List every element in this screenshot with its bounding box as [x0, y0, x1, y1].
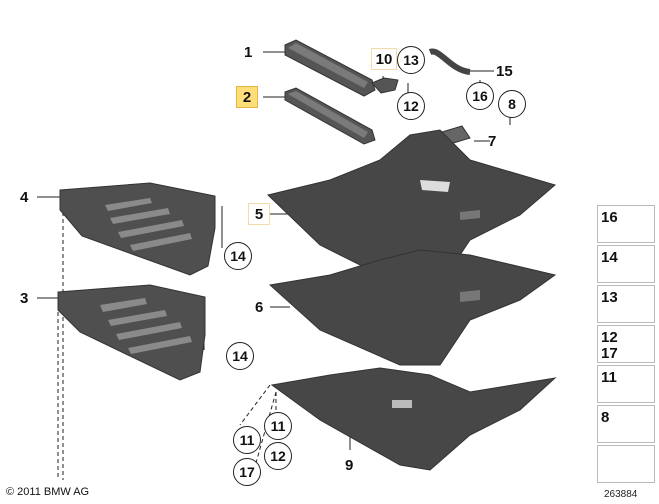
legend-label-16: 16 — [601, 209, 618, 226]
label-13: 13 — [397, 46, 425, 74]
copyright: © 2011 BMW AG — [6, 486, 90, 498]
legend-label-12: 12 — [601, 329, 618, 346]
label-8: 8 — [498, 90, 526, 118]
label-6: 6 — [255, 299, 264, 316]
legend-row-8: 8 — [597, 405, 655, 443]
legend-label-11: 11 — [601, 369, 617, 386]
part-10-bracket — [371, 77, 399, 94]
label-12-lower: 12 — [264, 442, 292, 470]
legend-row-arrow — [597, 445, 655, 483]
label-1: 1 — [244, 44, 253, 61]
part-15-strap — [428, 48, 471, 75]
label-5: 5 — [248, 203, 270, 225]
legend-row-14: 14 — [597, 245, 655, 283]
label-7: 7 — [488, 133, 497, 150]
legend-label-17: 17 — [601, 345, 618, 362]
label-14-upper: 14 — [224, 242, 252, 270]
part-6-underbody — [268, 249, 557, 366]
label-15: 15 — [496, 63, 513, 80]
label-11-right: 11 — [264, 412, 292, 440]
label-16: 16 — [466, 82, 494, 110]
label-17: 17 — [233, 458, 261, 486]
legend-row-11: 11 — [597, 365, 655, 403]
document-number: 263884 — [604, 489, 638, 500]
legend-row-16: 16 — [597, 205, 655, 243]
label-12: 12 — [397, 92, 425, 120]
legend-label-8: 8 — [601, 409, 610, 426]
label-2-highlighted: 2 — [236, 86, 258, 108]
label-14-lower: 14 — [226, 342, 254, 370]
legend-row-12-17: 12 17 — [597, 325, 655, 363]
label-4: 4 — [20, 189, 29, 206]
part-9-underbody — [270, 367, 557, 471]
label-10: 10 — [371, 48, 397, 70]
label-3: 3 — [20, 290, 29, 307]
label-9: 9 — [345, 457, 354, 474]
legend-label-13: 13 — [601, 289, 618, 306]
legend-label-14: 14 — [601, 249, 618, 266]
label-11-left: 11 — [233, 426, 261, 454]
legend-row-13: 13 — [597, 285, 655, 323]
